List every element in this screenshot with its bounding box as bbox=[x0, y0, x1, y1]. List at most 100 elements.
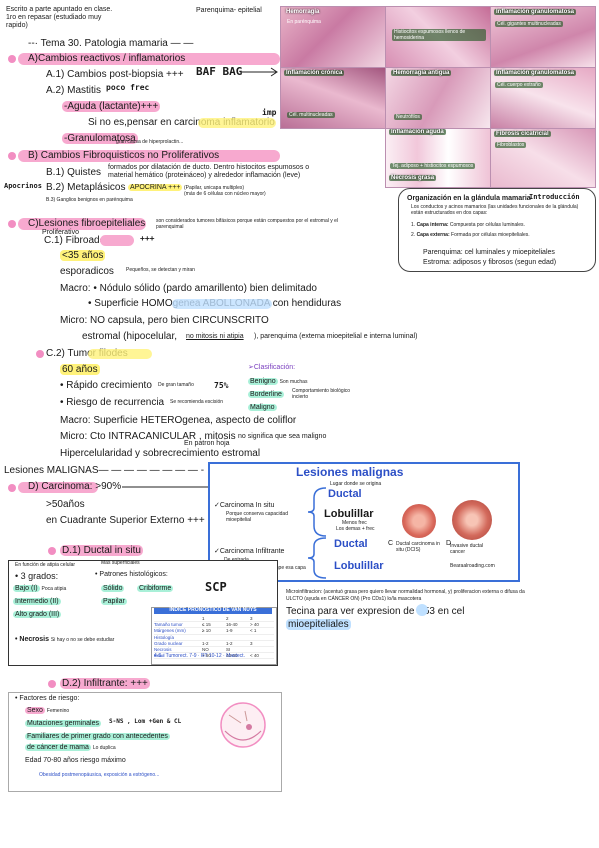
ductal-1: Ductal bbox=[328, 488, 362, 500]
van-nuys-cell: SI bbox=[226, 647, 231, 653]
van-nuys-title: INDICE PRONOSTICO DE VAN NUYS bbox=[154, 607, 272, 614]
d-letter: D bbox=[446, 540, 452, 547]
b2-sub: (más de 6 células con núcleo mayor) bbox=[184, 191, 266, 197]
van-nuys-cell: > 60 bbox=[202, 653, 211, 659]
van-nuys-cell: 1 bbox=[202, 616, 205, 621]
van-nuys-row: Necrosis NO SI bbox=[154, 647, 274, 654]
section-b3: B.3) Ganglios benignos en parénquima bbox=[46, 197, 133, 203]
van-nuys-cell: 1-2 bbox=[226, 640, 233, 646]
organization-bullet: Los conductos y acinos mamarios (las uni… bbox=[411, 204, 579, 216]
pct-handnote: 75% bbox=[214, 381, 229, 390]
van-nuys-cell: > 40 bbox=[250, 622, 259, 628]
b1-desc: formados por dilatación de ducto. Dentro… bbox=[108, 164, 310, 180]
breast-illustration-icon bbox=[220, 702, 266, 748]
histo-tile-cronica: Inflamación crónica Cél. multinucleadas bbox=[280, 67, 386, 129]
borderline-note: Comportamiento biológico incierto bbox=[292, 388, 351, 400]
van-nuys-cell: ≥ 10 bbox=[202, 628, 211, 634]
van-nuys-foot: 4-6 · Tumorect. 7-9 · RT 10-12 · Mastect… bbox=[154, 653, 245, 659]
topic-title: --· Tema 30. Patologia mamaria — — bbox=[28, 38, 194, 49]
menos-frec: Menos frec bbox=[342, 520, 367, 526]
factor-mutaciones: Mutaciones germinales bbox=[25, 720, 101, 727]
granulo-item: -Granulomatosa bbox=[62, 133, 138, 144]
factor-familiares-2: de cáncer de mama Lo duplica bbox=[25, 744, 116, 751]
esporadicos-note: Pequeños, se detectan y miran bbox=[126, 267, 195, 273]
macro-c2: Macro: Superficie HETEROgenea, aspecto d… bbox=[60, 415, 297, 426]
patron-hoja: En patron hoja bbox=[184, 440, 230, 447]
histo-tile-cuerpo-extrano: Inflamación granulomatosa Cél. cuerpo ex… bbox=[490, 67, 596, 129]
estromal-c1: estromal (hipocelular, bbox=[82, 331, 178, 342]
van-nuys-cell bbox=[202, 635, 226, 640]
si-no-note: Si no es,pensar en carcinoma inflamatori… bbox=[88, 117, 275, 128]
tecina: Tecina para ver expresion de P53 en cel bbox=[286, 606, 465, 617]
maligno: Maligno bbox=[248, 404, 277, 411]
benigno: Benigno Son muchas bbox=[248, 378, 308, 385]
patron-papilar: Papilar bbox=[101, 598, 127, 605]
aguda-item: -Aguda (lactante)+++ bbox=[62, 101, 161, 112]
proliferativo-note: Proliferativo bbox=[42, 229, 79, 236]
macro-c1: Macro: • Nódulo sólido (pardo amarillent… bbox=[60, 283, 317, 294]
imp-handnote: imp bbox=[262, 108, 277, 117]
grados-title: • 3 grados: bbox=[15, 571, 59, 581]
grado-alto: Alto grado (III) bbox=[13, 611, 62, 618]
van-nuys-cell: NO bbox=[202, 647, 209, 653]
van-nuys-cell: ≤ 15 bbox=[202, 622, 211, 628]
micro-c1: Micro: NO capsula, pero bien CIRCUNSCRIT… bbox=[60, 315, 269, 326]
bullet-dot bbox=[8, 152, 16, 160]
dcis-illustration bbox=[402, 504, 436, 538]
bracket-icon bbox=[307, 487, 327, 537]
micro-c2: Micro: Cto INTRACANICULAR , mitosis bbox=[60, 431, 236, 442]
riesgo-note: Se recomienda escisión bbox=[170, 399, 224, 405]
section-b2: B.2) Metaplásicos bbox=[46, 182, 126, 193]
bullet-dot bbox=[8, 484, 16, 492]
van-nuys-cell: 3 bbox=[250, 640, 253, 646]
section-c-title: C)Lesiones fibroepiteliales bbox=[28, 218, 146, 229]
highlight-bar bbox=[18, 482, 98, 493]
grado-bajo: Bajo (I) Poca atipia bbox=[13, 585, 67, 592]
section-c2: C.2) Tumor filodes bbox=[46, 348, 128, 359]
bullet-dot bbox=[8, 55, 16, 63]
infiltrante-label: ✓Carcinoma Infiltrante bbox=[214, 548, 285, 555]
malignas-box: Lesiones malignas Lugar donde se origina… bbox=[208, 462, 520, 582]
esporadicos: esporadicos bbox=[60, 266, 114, 277]
bullet-dot bbox=[48, 680, 56, 688]
highlight-dot bbox=[416, 604, 428, 616]
lobulillar-1: Lobulillar bbox=[324, 508, 374, 520]
header-top-right: Parenquima- epitelial bbox=[196, 7, 262, 14]
c1-handnote: +++ bbox=[140, 234, 155, 243]
micro-c2-note: no significa que sea maligno bbox=[238, 433, 327, 440]
c-letter: C bbox=[388, 540, 394, 547]
van-nuys-cell: 40-60 bbox=[226, 653, 238, 659]
ductal-2: Ductal bbox=[334, 538, 368, 550]
borderline: Borderline bbox=[248, 391, 284, 398]
patron-cribiforme: Cribiforme bbox=[137, 585, 174, 592]
bullet-dot bbox=[36, 350, 44, 358]
highlight-bar bbox=[88, 349, 152, 359]
granulo-note: gran causa de hiperprolactin... bbox=[116, 139, 184, 145]
van-nuys-cell: 3 bbox=[250, 616, 253, 621]
van-nuys-cell: 16-40 bbox=[226, 622, 238, 628]
rapido-note: De gran tamaño bbox=[158, 382, 194, 388]
section-a1: A.1) Cambios post-biopsia +++ bbox=[46, 69, 184, 80]
c-title-desc: son considerados tumores bifásicos porqu… bbox=[156, 218, 339, 230]
lobulillar-2: Lobulillar bbox=[334, 560, 384, 572]
van-nuys-cell bbox=[250, 635, 274, 640]
section-b1: B.1) Quistes bbox=[46, 167, 102, 178]
van-nuys-cell: Necrosis bbox=[154, 647, 172, 653]
parenquima-note: Parenquima: cel luminales y mioepitelial… bbox=[423, 249, 555, 256]
c1-age: <35 años bbox=[60, 250, 106, 261]
histo-tile-histiocitos: Histiocitos espumosos llenos de hemoside… bbox=[385, 6, 491, 68]
van-nuys-cell: < 40 bbox=[250, 653, 259, 659]
highlight-bar bbox=[18, 150, 280, 162]
highlight-bar bbox=[100, 235, 134, 246]
factores-title: • Factores de riesgo: bbox=[15, 695, 80, 702]
mas-superficiales: Mas superficiales bbox=[101, 560, 140, 566]
histo-tile-fibrosis: Fibrosis cicatricial Fibroblastos bbox=[490, 128, 596, 188]
c2-age: 60 años bbox=[60, 364, 100, 375]
mutaciones-handnote: S-NS , Lom +Gen & CL bbox=[109, 718, 182, 725]
microinvasion-text2: ULCTO (ayuda en CÁNCER ON) (Pro CDs1) lo… bbox=[286, 596, 422, 602]
lugar-note: Lugar donde se origina bbox=[330, 481, 382, 487]
